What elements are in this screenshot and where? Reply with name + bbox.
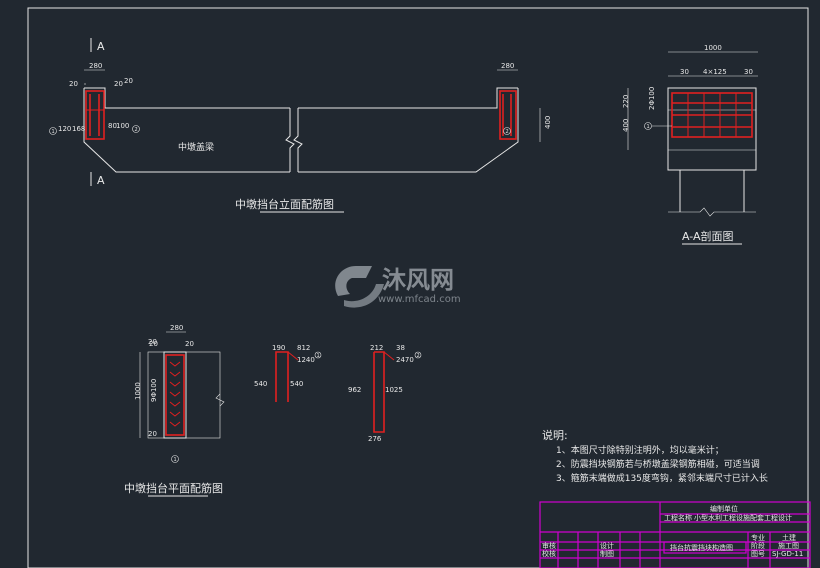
plan-view: 280 20 20 1000 9Φ100 20 20 1 中墩挡台平面配筋图: [124, 324, 225, 497]
svg-text:1、本图尺寸除特别注明外，均以毫米计；: 1、本图尺寸除特别注明外，均以毫米计；: [556, 444, 724, 456]
svg-text:沐风网: 沐风网: [382, 266, 454, 294]
elevation-title: 中墩挡台立面配筋图: [235, 197, 334, 211]
svg-text:1: 1: [52, 129, 55, 135]
title-block: 编制单位 工程名称 小型水利工程设施配套工程设计 挡台抗震挡块构造图 审核 校核…: [539, 501, 811, 568]
svg-text:100: 100: [116, 122, 129, 130]
svg-text:1240: 1240: [297, 356, 315, 364]
sheet-border: [27, 7, 809, 568]
beam-label: 中墩盖梁: [178, 141, 214, 153]
beam-outline-left: [83, 88, 290, 173]
svg-text:400: 400: [622, 119, 630, 132]
svg-text:1: 1: [647, 124, 650, 130]
svg-text:220: 220: [622, 95, 630, 108]
bar-shape-1: 190 812 1240 1 540 540: [254, 344, 322, 402]
svg-text:阶段: 阶段: [751, 541, 765, 550]
rebar-left-stirrup: [85, 90, 105, 140]
svg-text:挡台抗震挡块构造图: 挡台抗震挡块构造图: [670, 543, 733, 552]
svg-text:1: 1: [174, 457, 177, 463]
section-mark-top: A: [90, 38, 105, 53]
watermark: 沐风网 www.mfcad.com: [335, 266, 461, 308]
rebar-number-2-left: 2: [132, 125, 140, 133]
svg-text:20: 20: [148, 430, 157, 438]
svg-text:4×125: 4×125: [703, 68, 727, 76]
svg-text:1000: 1000: [134, 382, 142, 400]
bar-shape-2: 212 38 2470 2 962 1025 276: [348, 344, 422, 443]
svg-text:20: 20: [124, 77, 133, 85]
svg-text:540: 540: [254, 380, 267, 388]
svg-text:168: 168: [72, 125, 85, 133]
section-rebar-number: 1: [644, 122, 672, 130]
watermark-logo-icon: [335, 266, 372, 296]
section-view: 1000 30 4×125 30 220 400 2Φ100 1 A-A剖: [622, 44, 758, 245]
svg-text:962: 962: [348, 386, 361, 394]
svg-text:1000: 1000: [704, 44, 722, 52]
svg-text:专业: 专业: [751, 533, 765, 542]
svg-text:www.mfcad.com: www.mfcad.com: [378, 294, 461, 305]
svg-text:2Φ100: 2Φ100: [648, 87, 656, 110]
svg-text:编制单位: 编制单位: [710, 504, 738, 513]
svg-text:图号: 图号: [751, 550, 765, 558]
plan-title: 中墩挡台平面配筋图: [124, 481, 223, 495]
svg-text:土建: 土建: [782, 533, 796, 542]
svg-text:540: 540: [290, 380, 303, 388]
svg-text:276: 276: [368, 435, 382, 443]
svg-text:120: 120: [58, 125, 71, 133]
svg-text:20: 20: [185, 340, 194, 348]
svg-text:制图: 制图: [600, 549, 614, 558]
svg-text:1: 1: [317, 353, 320, 359]
svg-text:校核: 校核: [542, 549, 556, 558]
svg-text:3、箍筋末端做成135度弯钩，紧邻末端尺寸已计入长: 3、箍筋末端做成135度弯钩，紧邻末端尺寸已计入长: [556, 472, 768, 484]
beam-outline-right: [298, 88, 519, 173]
section-mark-bottom: A: [90, 172, 105, 187]
break-line-right: [293, 108, 303, 172]
svg-text:SJ-GD-11: SJ-GD-11: [772, 550, 803, 558]
svg-text:A: A: [97, 40, 105, 53]
section-title: A-A剖面图: [682, 229, 734, 243]
svg-text:20: 20: [114, 80, 123, 88]
rebar-number-1: 1: [49, 127, 57, 135]
svg-text:280: 280: [89, 62, 102, 70]
svg-text:80: 80: [108, 122, 117, 130]
section-outline: [667, 87, 757, 171]
svg-text:30: 30: [744, 68, 753, 76]
rebar-right-stirrup: [499, 90, 517, 140]
svg-text:2: 2: [135, 127, 138, 133]
svg-text:190: 190: [272, 344, 285, 352]
break-line-left: [285, 108, 295, 172]
svg-text:2、防震挡块钢筋若与桥墩盖梁钢筋相碰，可适当调: 2、防震挡块钢筋若与桥墩盖梁钢筋相碰，可适当调: [556, 458, 760, 470]
svg-text:设计: 设计: [600, 541, 614, 550]
svg-text:280: 280: [501, 62, 514, 70]
svg-text:A: A: [97, 174, 105, 187]
svg-text:20: 20: [69, 80, 78, 88]
svg-text:说明:: 说明:: [542, 428, 568, 442]
plan-block-outline: [163, 351, 187, 439]
plan-stirrup: [165, 354, 185, 436]
rebar-number-2-right: 2: [503, 127, 511, 135]
elevation-view: A A 280 20 20 20 120 168 80 100: [49, 38, 552, 213]
svg-text:280: 280: [170, 324, 183, 332]
svg-text:212: 212: [370, 344, 383, 352]
svg-text:812: 812: [297, 344, 310, 352]
svg-text:20: 20: [149, 340, 158, 348]
beam-top-right: [298, 87, 518, 109]
svg-text:审核: 审核: [542, 541, 556, 550]
svg-text:2470: 2470: [396, 356, 414, 364]
beam-top-left: [84, 87, 290, 109]
notes: 说明: 1、本图尺寸除特别注明外，均以毫米计； 2、防震挡块钢筋若与桥墩盖梁钢筋…: [542, 428, 768, 484]
svg-text:400: 400: [544, 116, 552, 129]
svg-text:9Φ100: 9Φ100: [150, 379, 158, 402]
svg-text:2: 2: [506, 129, 509, 135]
svg-text:2: 2: [417, 353, 420, 359]
svg-text:20: 20: [148, 338, 157, 346]
svg-text:施工图: 施工图: [778, 541, 799, 550]
svg-text:工程名称: 工程名称: [664, 513, 692, 522]
svg-text:小型水利工程设施配套工程设计: 小型水利工程设施配套工程设计: [694, 513, 792, 522]
svg-text:38: 38: [396, 344, 405, 352]
svg-text:1025: 1025: [385, 386, 403, 394]
plan-rebar-number: 1: [171, 455, 179, 463]
svg-text:30: 30: [680, 68, 689, 76]
